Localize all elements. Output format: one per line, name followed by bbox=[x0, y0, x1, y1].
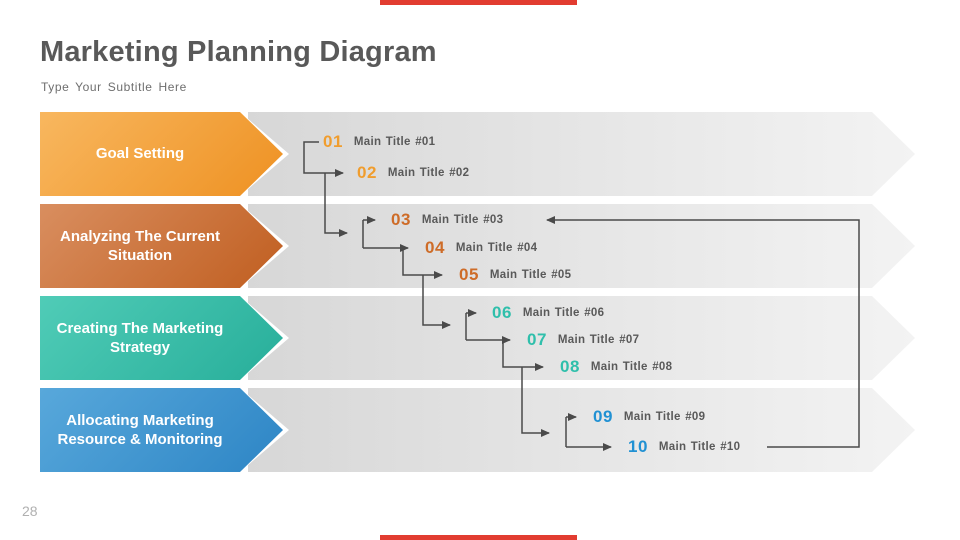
bottom-accent-bar bbox=[380, 535, 577, 540]
page-title: Marketing Planning Diagram bbox=[40, 36, 437, 68]
step-title: Main Title #01 bbox=[353, 136, 436, 148]
step-title: Main Title #08 bbox=[590, 361, 673, 373]
step-item-01: 01 Main Title #01 bbox=[323, 132, 435, 152]
step-title: Main Title #03 bbox=[421, 214, 504, 226]
top-accent-bar bbox=[380, 0, 577, 5]
step-number: 01 bbox=[323, 132, 343, 151]
banner-marketing-strategy bbox=[40, 296, 283, 380]
row-band-4 bbox=[248, 388, 915, 472]
step-number: 02 bbox=[357, 163, 377, 182]
step-item-09: 09 Main Title #09 bbox=[593, 407, 705, 427]
banner-label-3: Creating The Marketing Strategy bbox=[56, 319, 224, 357]
step-item-07: 07 Main Title #07 bbox=[527, 330, 639, 350]
step-title: Main Title #06 bbox=[522, 307, 605, 319]
step-title: Main Title #10 bbox=[658, 441, 741, 453]
banner-label-4: Allocating Marketing Resource & Monitori… bbox=[57, 411, 223, 449]
banner-allocating-resource bbox=[40, 388, 283, 472]
step-number: 04 bbox=[425, 238, 445, 257]
step-item-03: 03 Main Title #03 bbox=[391, 210, 503, 230]
step-number: 06 bbox=[492, 303, 512, 322]
step-item-04: 04 Main Title #04 bbox=[425, 238, 537, 258]
step-number: 05 bbox=[459, 265, 479, 284]
step-number: 09 bbox=[593, 407, 613, 426]
step-title: Main Title #05 bbox=[489, 269, 572, 281]
step-number: 07 bbox=[527, 330, 547, 349]
step-title: Main Title #09 bbox=[623, 411, 706, 423]
row-band-2 bbox=[248, 204, 915, 288]
step-number: 08 bbox=[560, 357, 580, 376]
step-number: 10 bbox=[628, 437, 648, 456]
step-item-08: 08 Main Title #08 bbox=[560, 357, 672, 377]
step-item-10: 10 Main Title #10 bbox=[628, 437, 740, 457]
row-band-1 bbox=[248, 112, 915, 196]
step-title: Main Title #07 bbox=[557, 334, 640, 346]
step-title: Main Title #04 bbox=[455, 242, 538, 254]
step-title: Main Title #02 bbox=[387, 167, 470, 179]
banner-label-1: Goal Setting bbox=[95, 145, 185, 163]
banner-label-2: Analyzing The Current Situation bbox=[59, 227, 220, 265]
banner-analyzing-situation bbox=[40, 204, 283, 288]
page-subtitle: Type Your Subtitle Here bbox=[41, 80, 187, 94]
page-number: 28 bbox=[22, 503, 38, 519]
banner-goal-setting bbox=[40, 112, 283, 196]
step-number: 03 bbox=[391, 210, 411, 229]
step-item-06: 06 Main Title #06 bbox=[492, 303, 604, 323]
step-item-02: 02 Main Title #02 bbox=[357, 163, 469, 183]
step-item-05: 05 Main Title #05 bbox=[459, 265, 571, 285]
